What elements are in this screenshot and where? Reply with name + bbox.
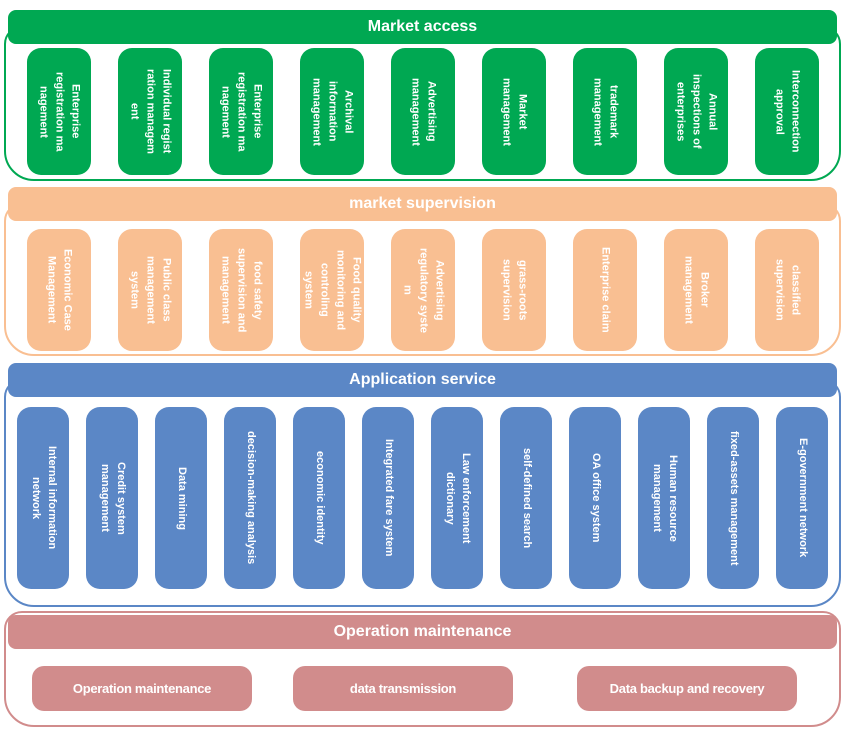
box-oa-office-system: OA office system xyxy=(569,407,621,589)
application-service-frame xyxy=(4,379,841,607)
box-label: data transmission xyxy=(349,681,457,696)
box-enterprise-registration-management-2: Enterprise registration ma nagement xyxy=(208,48,273,175)
box-label: fixed-assets management xyxy=(727,430,740,566)
section-market-supervision: market supervision Economic Case Managem… xyxy=(4,187,841,356)
box-economic-identity: economic identity xyxy=(293,407,345,589)
box-label: E-government network xyxy=(796,438,809,558)
application-service-title: Application service xyxy=(349,371,496,388)
box-label: Interconnection approval xyxy=(773,70,802,153)
box-enterprise-claim: Enterprise claim xyxy=(572,229,637,351)
box-economic-case-management: Economic Case Management xyxy=(26,229,91,351)
box-label: Archival information management xyxy=(310,77,355,146)
box-label: classified supervision xyxy=(773,259,802,321)
application-service-header: Application service xyxy=(8,363,837,397)
box-market-management: Market management xyxy=(481,48,546,175)
box-label: food safety supervision and management xyxy=(219,247,264,333)
box-label: Advertising management xyxy=(409,77,438,146)
operation-maintenance-title: Operation maintenance xyxy=(333,623,512,640)
operation-maintenance-header: Operation maintenance xyxy=(8,615,837,649)
box-data-transmission: data transmission xyxy=(293,666,513,711)
box-fixed-assets-management: fixed-assets management xyxy=(707,407,759,589)
box-classified-supervision: classified supervision xyxy=(754,229,819,351)
box-label: trademark management xyxy=(591,77,620,146)
box-internal-information-network: Internal information network xyxy=(17,407,69,589)
box-data-backup-and-recovery: Data backup and recovery xyxy=(577,666,797,711)
box-advertising-management: Advertising management xyxy=(390,48,455,175)
box-grass-roots-supervision: grass-roots supervision xyxy=(481,229,546,351)
market-access-header: Market access xyxy=(8,10,837,44)
box-label: Broker management xyxy=(682,256,711,324)
box-label: Operation maintenance xyxy=(72,681,212,696)
box-data-mining: Data mining xyxy=(155,407,207,589)
box-broker-management: Broker management xyxy=(663,229,728,351)
box-label: grass-roots supervision xyxy=(500,259,529,321)
box-label: Enterprise registration ma nagement xyxy=(219,71,264,152)
box-advertising-regulatory-system: Advertising regulatory syste m xyxy=(390,229,455,351)
box-label: Data backup and recovery xyxy=(609,681,765,696)
box-label: Market management xyxy=(500,77,529,146)
section-operation-maintenance: Operation maintenance Operation maintena… xyxy=(4,609,841,727)
box-self-defined-search: self-defined search xyxy=(500,407,552,589)
box-label: Public class management system xyxy=(128,256,173,324)
box-label: OA office system xyxy=(589,453,602,543)
box-integrated-fare-system: Integrated fare system xyxy=(362,407,414,589)
box-label: Economic Case Management xyxy=(45,249,74,331)
box-label: Credit system management xyxy=(99,461,127,535)
box-e-government-network: E-government network xyxy=(776,407,828,589)
box-label: Integrated fare system xyxy=(382,439,395,557)
box-label: economic identity xyxy=(313,451,326,545)
box-trademark-management: trademark management xyxy=(572,48,637,175)
box-label: Enterprise registration ma nagement xyxy=(37,71,82,152)
box-label: Enterprise claim xyxy=(599,247,612,333)
box-enterprise-registration-management-1: Enterprise registration ma nagement xyxy=(26,48,91,175)
box-label: Advertising regulatory syste m xyxy=(401,247,446,333)
application-service-items: Internal information network Credit syst… xyxy=(4,407,841,589)
box-food-safety-supervision-and-management: food safety supervision and management xyxy=(208,229,273,351)
section-application-service: Application service Internal information… xyxy=(4,363,841,607)
box-credit-system-management: Credit system management xyxy=(86,407,138,589)
market-supervision-header: market supervision xyxy=(8,187,837,221)
box-label: decision-making analysis xyxy=(244,431,257,565)
box-human-resource-management: Human resource management xyxy=(638,407,690,589)
box-label: Human resource management xyxy=(651,454,679,542)
box-food-quality-monitoring-and-controling-system: Food quality monitoring and controling s… xyxy=(299,229,364,351)
box-law-enforcement-dictionary: Law enforcement dictionary xyxy=(431,407,483,589)
box-annual-inspections-of-enterprises: Annual inspections of enterprises xyxy=(663,48,728,175)
market-supervision-items: Economic Case Management Public class ma… xyxy=(4,229,841,351)
box-decision-making-analysis: decision-making analysis xyxy=(224,407,276,589)
box-label: self-defined search xyxy=(520,447,533,549)
market-access-title: Market access xyxy=(367,18,478,35)
box-label: Internal information network xyxy=(30,446,58,550)
box-label: Annual inspections of enterprises xyxy=(674,74,719,149)
box-label: Data mining xyxy=(175,466,188,530)
section-market-access: Market access Enterprise registration ma… xyxy=(4,10,841,181)
market-access-items: Enterprise registration ma nagement Indi… xyxy=(4,48,841,175)
operation-maintenance-items: Operation maintenance data transmission … xyxy=(4,666,841,711)
box-interconnection-approval: Interconnection approval xyxy=(754,48,819,175)
box-label: Law enforcement dictionary xyxy=(444,452,472,544)
box-label: Individual regist ration managem ent xyxy=(128,69,173,154)
box-archival-information-management: Archival information management xyxy=(299,48,364,175)
box-public-class-management-system: Public class management system xyxy=(117,229,182,351)
market-supervision-title: market supervision xyxy=(349,195,496,212)
box-operation-maintenance: Operation maintenance xyxy=(32,666,252,711)
box-label: Food quality monitoring and controling s… xyxy=(302,249,363,331)
box-individual-registration-management: Individual regist ration managem ent xyxy=(117,48,182,175)
